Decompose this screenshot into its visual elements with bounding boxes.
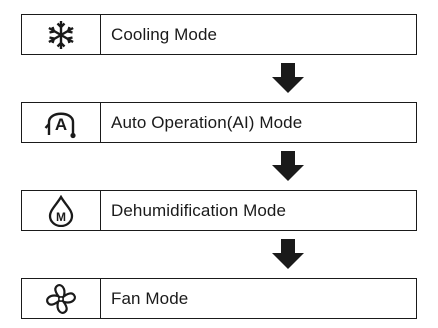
down-arrow-icon: [272, 63, 304, 93]
icon-cell: M: [22, 191, 101, 230]
mode-label-auto: Auto Operation(AI) Mode: [111, 112, 303, 132]
mode-box-dehumidification: M Dehumidification Mode: [21, 190, 417, 231]
icon-cell: [22, 15, 101, 54]
down-arrow-icon: [272, 151, 304, 181]
auto-icon-letter: A: [55, 115, 67, 134]
water-drop-icon: M: [48, 194, 74, 227]
auto-ai-icon: A: [44, 112, 76, 138]
icon-cell: A: [22, 103, 101, 142]
mode-box-cooling: Cooling Mode: [21, 14, 417, 55]
mode-box-auto: A Auto Operation(AI) Mode: [21, 102, 417, 143]
drop-icon-letter: M: [56, 210, 66, 224]
mode-label-cooling: Cooling Mode: [111, 24, 218, 44]
mode-box-fan: Fan Mode: [21, 278, 417, 319]
down-arrow-icon: [272, 239, 304, 269]
mode-label-dehumidification: Dehumidification Mode: [111, 200, 287, 220]
snowflake-icon: [48, 20, 74, 49]
icon-cell: [22, 279, 101, 318]
mode-label-fan: Fan Mode: [111, 288, 189, 308]
fan-icon: [46, 283, 76, 314]
